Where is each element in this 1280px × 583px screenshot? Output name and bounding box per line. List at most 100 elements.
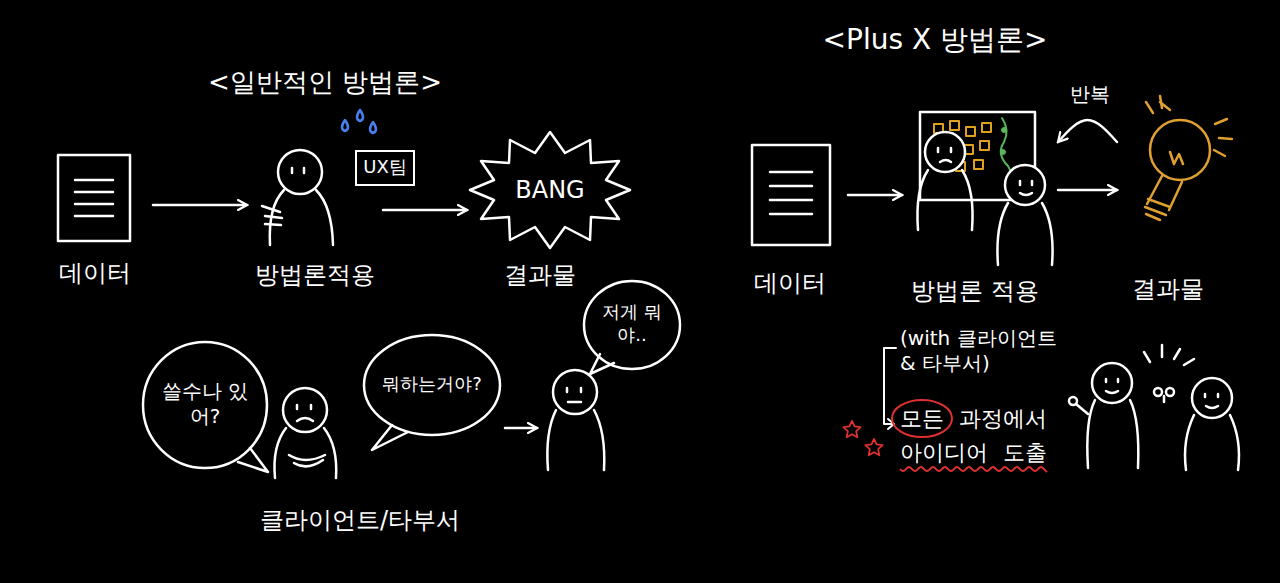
speech-bubble — [238, 448, 268, 472]
person-figure — [297, 405, 313, 421]
people-figures — [1144, 345, 1194, 365]
lightbulb-icon — [1170, 152, 1183, 164]
person-figure — [262, 206, 282, 225]
person-figure — [917, 170, 972, 230]
document-icon — [752, 145, 830, 245]
people-figures — [1069, 397, 1077, 405]
document-icon — [770, 172, 812, 214]
star-mark — [865, 439, 882, 455]
node-caption: 결과물 — [504, 260, 576, 290]
person-figure — [274, 428, 336, 478]
section-heading: <일반적인 방법론> — [208, 66, 442, 99]
star-mark — [843, 421, 860, 437]
document-icon — [752, 145, 830, 245]
speech-bubble — [584, 281, 680, 374]
document-node: 데이터 — [40, 150, 150, 292]
note-text: (with 클라이언트 & 타부서) — [900, 326, 1070, 376]
explosion-shape — [470, 132, 630, 248]
whiteboard — [1001, 150, 1006, 155]
whiteboard — [950, 121, 959, 130]
wavy-underline — [900, 467, 1047, 472]
person-figure — [917, 132, 972, 230]
whiteboard — [966, 127, 975, 136]
viewer-node: 저게 뭐야.. — [540, 280, 690, 480]
person-figure — [262, 150, 333, 245]
speech-bubble — [372, 425, 408, 450]
speech-bubble — [590, 354, 614, 374]
flow-arrow — [848, 194, 902, 197]
sweat-drops — [357, 110, 363, 121]
person-figure — [997, 203, 1052, 265]
people-figures — [1106, 379, 1118, 393]
person-figure — [283, 388, 327, 432]
team-box: UX팀 — [355, 150, 415, 186]
node-caption: 방법론적용 — [255, 260, 375, 290]
flow-arrow — [505, 427, 537, 430]
person-figure — [1005, 165, 1045, 205]
person-figure — [289, 455, 325, 466]
flow-arrow — [153, 204, 247, 207]
sweat-drops — [342, 110, 376, 133]
person-figure — [938, 148, 951, 162]
lightbulb-icon — [1146, 96, 1232, 156]
node-caption: 결과물 — [1132, 274, 1204, 304]
whiteboard — [982, 123, 991, 132]
people-figures — [1166, 388, 1174, 396]
sweat-drops — [342, 120, 348, 131]
node-caption: 데이터 — [59, 258, 131, 288]
whiteboard — [980, 141, 989, 150]
people-figures — [1205, 394, 1218, 408]
section-heading: <Plus X 방법론> — [823, 22, 1048, 57]
people-figures — [1076, 404, 1088, 414]
node-caption: 방법론 적용 — [911, 276, 1039, 306]
person-figure — [567, 388, 581, 402]
bracket-arrow — [884, 348, 896, 429]
document-icon — [58, 155, 130, 241]
whiteboard — [974, 160, 983, 169]
lightbulb-icon — [1145, 176, 1182, 220]
person-figure — [278, 150, 322, 194]
lightbulb-icon — [1145, 96, 1232, 220]
lightbulb-icon — [1150, 120, 1210, 180]
client-bubble: 쓸수나 있어? — [140, 335, 350, 495]
emphasis-note: 모든 과정에서 아이디어 도출 — [900, 402, 1075, 470]
people-figures — [1087, 400, 1138, 468]
people-figures — [1163, 396, 1166, 402]
explosion-text: BANG — [515, 175, 584, 205]
node-caption: 데이터 — [754, 268, 826, 298]
speech-bubble — [364, 335, 500, 435]
loop-arrow — [1058, 120, 1117, 142]
people-figures — [1154, 388, 1162, 396]
lightbulb-node: 결과물 — [1120, 85, 1240, 308]
speech-bubble — [143, 342, 267, 468]
star-mark — [843, 421, 882, 455]
bubble-text: 쓸수나 있어? — [160, 379, 250, 429]
person-figure — [547, 370, 604, 470]
person-figure — [547, 410, 604, 470]
person-figure — [274, 388, 336, 478]
people-figures — [1185, 415, 1239, 470]
document-icon — [75, 180, 113, 216]
sweat-drops — [370, 122, 376, 133]
people-figures — [1069, 345, 1239, 470]
flow-arrow — [383, 209, 467, 212]
explosion-shape — [470, 132, 630, 248]
person-figure — [1020, 181, 1032, 195]
document-node: 데이터 — [735, 140, 845, 305]
person-node: 방법론적용 — [250, 120, 380, 295]
speech-bubble — [364, 335, 500, 450]
people-figures — [1092, 363, 1132, 403]
person-figure — [925, 132, 965, 172]
explosion-node: BANG 결과물 — [470, 130, 630, 295]
flow-arrow — [1058, 189, 1117, 192]
document-icon — [58, 155, 130, 241]
people-figures — [1192, 378, 1232, 418]
person-figure — [292, 168, 304, 173]
whiteboard — [1002, 128, 1007, 133]
person-figure — [997, 165, 1052, 265]
edge-label: 반복 — [1068, 82, 1112, 107]
person-figure — [553, 370, 597, 414]
speech-bubble — [143, 342, 268, 472]
workshop-node: 방법론 적용 — [905, 100, 1055, 310]
bubble-text: 저게 뭐야.. — [602, 301, 662, 346]
